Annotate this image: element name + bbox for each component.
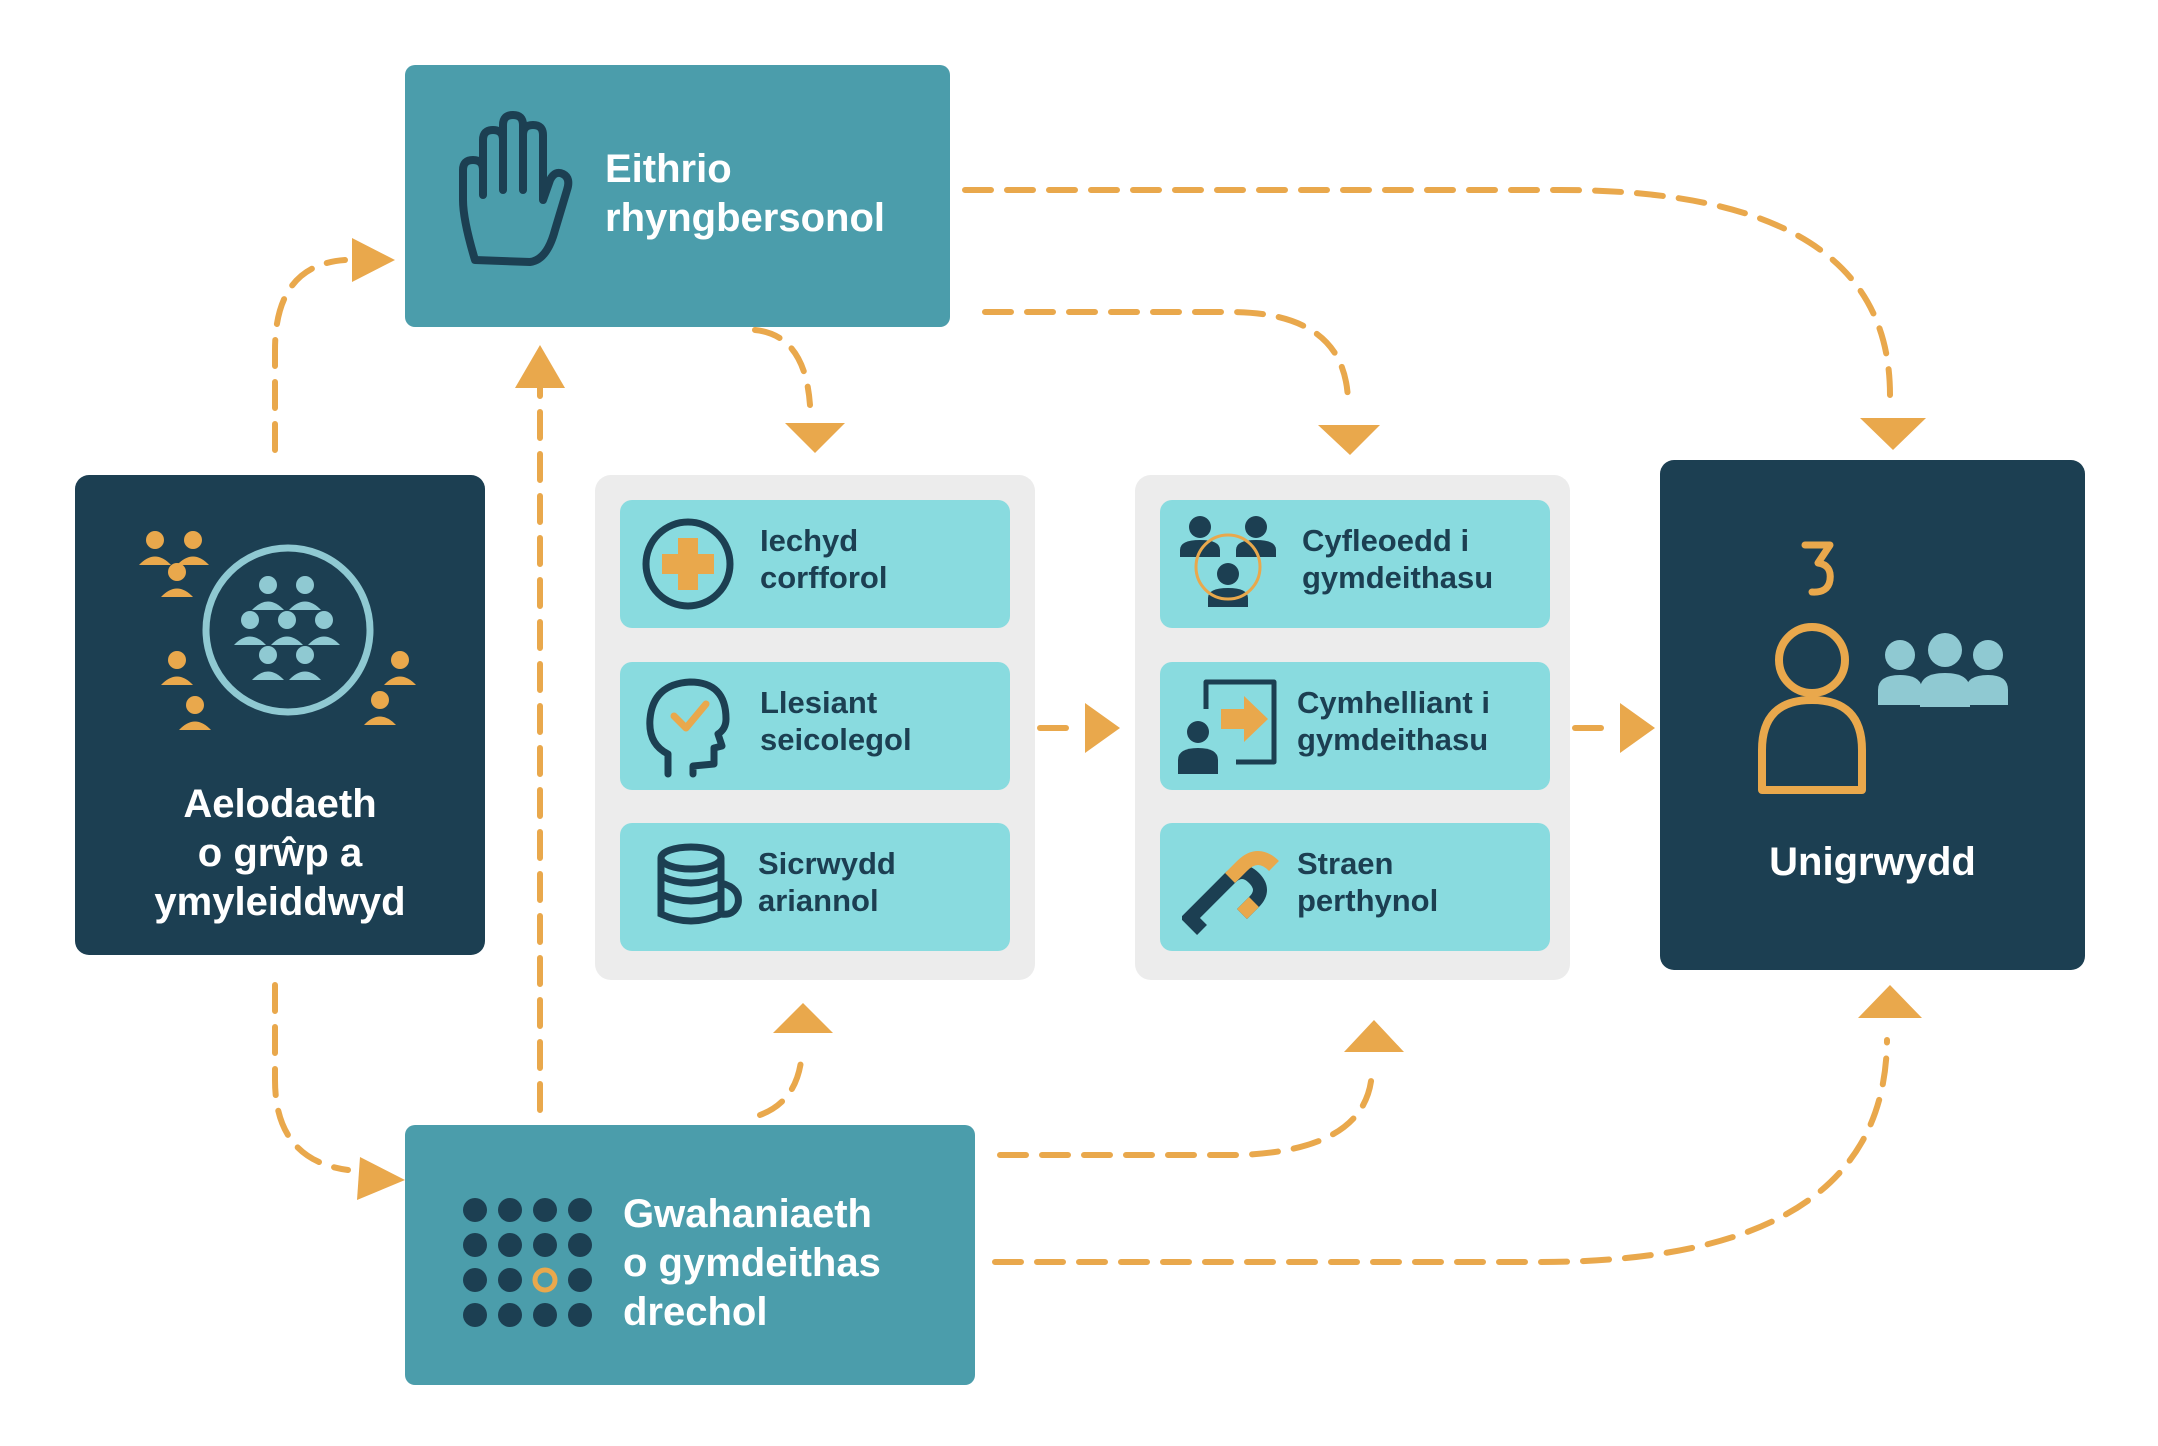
opportunities-line-2: gymdeithasu [1302, 560, 1494, 595]
magnet-icon [1182, 851, 1279, 935]
mediator-label-relational-stress: Straen perthynol [1297, 845, 1438, 919]
stress-line-1: Straen [1297, 846, 1394, 881]
exclusion-label-line-1: Eithrio [605, 147, 732, 191]
mediator-card-social-motivation: Cymhelliant i gymdeithasu [1160, 662, 1550, 790]
mediator-card-financial-security: Sicrwydd ariannol [620, 823, 1010, 951]
coins-stack-icon [657, 843, 742, 925]
exclusion-label-line-2: rhyngbersonol [605, 196, 886, 240]
arrowhead-separation-to-left-panel [773, 1003, 833, 1033]
arrow-exclusion-to-social [982, 309, 1351, 403]
arrowhead-exclusion-to-social [1318, 425, 1380, 455]
loneliness-node: Unigrwydd [1660, 460, 2085, 970]
separation-label-line-2: o gymdeithas [623, 1241, 881, 1285]
membership-label-line-2: o grŵp a [197, 831, 363, 875]
membership-label-line-3: ymyleiddwyd [154, 880, 406, 924]
separation-node: Gwahaniaeth o gymdeithas drechol [405, 1125, 975, 1385]
arrow-membership-to-exclusion [272, 257, 348, 453]
arrowhead-membership-to-separation [357, 1157, 405, 1200]
membership-label-line-1: Aelodaeth [183, 782, 377, 826]
people-network-icon [1180, 516, 1276, 607]
arrow-exclusion-to-loneliness [962, 187, 1893, 398]
arrow-separation-to-left-panel [757, 1047, 805, 1118]
arrowhead-separation-to-loneliness [1858, 985, 1922, 1018]
mediator-card-psychological-wellbeing: Llesiant seicolegol [620, 662, 1010, 790]
exclusion-label: Eithrio rhyngbersonol [605, 145, 885, 243]
arrowhead-separation-to-right-panel [1344, 1020, 1404, 1052]
arrow-separation-to-right-panel [997, 1067, 1375, 1158]
mediator-label-physical-health: Iechyd corfforol [760, 522, 887, 596]
arrow-membership-to-separation [272, 982, 351, 1173]
mediator-card-social-opportunities: Cyfleoedd i gymdeithasu [1160, 500, 1550, 628]
mediator-card-physical-health: Iechyd corfforol [620, 500, 1010, 628]
separation-label: Gwahaniaeth o gymdeithas drechol [623, 1190, 881, 1337]
hand-stop-icon [459, 111, 573, 266]
arrow-exclusion-to-health [752, 327, 813, 408]
head-check-icon [646, 678, 730, 778]
exclusion-node: Eithrio rhyngbersonol [405, 65, 950, 327]
physical-health-line-1: Iechyd [760, 523, 859, 558]
financial-line-2: ariannol [758, 883, 879, 918]
arrowhead-exclusion-to-health [785, 423, 845, 453]
motivation-line-1: Cymhelliant i [1297, 685, 1490, 720]
mediator-label-social-motivation: Cymhelliant i gymdeithasu [1297, 684, 1490, 758]
arrowhead-right-panel-to-loneliness [1620, 703, 1655, 753]
dot-grid-icon [463, 1198, 592, 1327]
separation-label-line-1: Gwahaniaeth [623, 1192, 872, 1236]
financial-line-1: Sicrwydd [758, 846, 896, 881]
arrowhead-separation-to-exclusion [515, 345, 565, 388]
membership-label: Aelodaeth o grŵp a ymyleiddwyd [75, 780, 485, 927]
motivation-line-2: gymdeithasu [1297, 722, 1489, 757]
loneliness-label: Unigrwydd [1769, 840, 1976, 884]
mediator-label-psychological-wellbeing: Llesiant seicolegol [760, 684, 912, 758]
physical-health-line-2: corfforol [760, 560, 888, 595]
wellbeing-line-1: Llesiant [760, 685, 878, 720]
mediator-label-financial-security: Sicrwydd ariannol [758, 845, 896, 919]
mediator-card-relational-stress: Straen perthynol [1160, 823, 1550, 951]
opportunities-line-1: Cyfleoedd i [1302, 523, 1470, 558]
lonely-person-icon [1758, 541, 2008, 794]
arrowhead-exclusion-to-loneliness [1860, 418, 1926, 450]
stress-line-2: perthynol [1297, 883, 1439, 918]
mediator-label-social-opportunities: Cyfleoedd i gymdeithasu [1302, 522, 1493, 596]
arrowhead-membership-to-exclusion [352, 238, 395, 282]
separation-label-line-3: drechol [623, 1290, 768, 1334]
group-circle-icon [139, 531, 416, 730]
arrow-separation-to-loneliness [992, 1037, 1890, 1265]
person-arrow-icon [1178, 679, 1277, 774]
health-cross-icon [642, 518, 734, 610]
membership-node: Aelodaeth o grŵp a ymyleiddwyd [75, 475, 485, 955]
arrowhead-left-to-right-panel [1085, 703, 1120, 753]
wellbeing-line-2: seicolegol [760, 722, 912, 757]
